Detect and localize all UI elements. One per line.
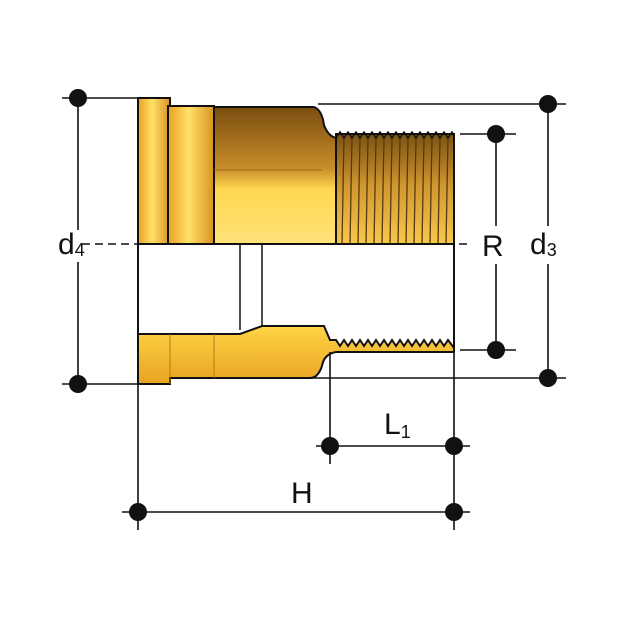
thread-upper [335,133,455,245]
socket-ring-upper [167,105,215,245]
r-bottom-dot [487,341,505,359]
d4-top-dot [69,89,87,107]
label-r: R [482,230,504,263]
fitting-lower-half [137,244,455,385]
r-top-dot [487,125,505,143]
h-left-dot [129,503,147,521]
l1-left-dot [321,437,339,455]
h-right-dot [445,503,463,521]
d3-top-dot [539,95,557,113]
body-upper [213,106,337,245]
d4-bottom-dot [69,375,87,393]
label-l1: L1 [384,408,411,442]
label-d4: d4 [58,228,85,261]
thread-lines [341,135,449,245]
dimension-dots [69,89,557,521]
d3-bottom-dot [539,369,557,387]
section-wall [137,325,455,385]
l1-right-dot [445,437,463,455]
label-d3: d3 [530,228,557,261]
flange-upper [137,97,171,245]
label-h: H [291,477,313,510]
fitting-upper-half [137,97,455,245]
